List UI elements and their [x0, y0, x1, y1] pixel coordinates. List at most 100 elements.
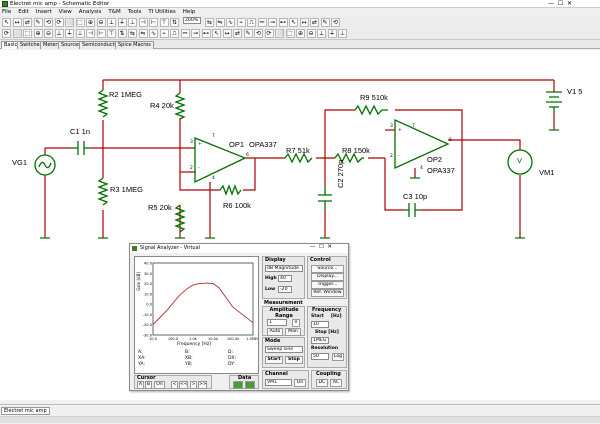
toolbar-tool-icon[interactable]: ⇄ — [233, 29, 242, 38]
toolbar-tool-icon[interactable]: ↖ — [212, 29, 221, 38]
toolbar-tool-icon[interactable]: ⊣ — [138, 18, 148, 27]
tab-spice-macros[interactable]: Spice Macros — [115, 41, 154, 49]
toolbar-tool-icon[interactable]: ↖ — [2, 18, 11, 27]
display-mode-select[interactable]: dB Magnitude — [265, 265, 303, 272]
toolbar-tool-icon[interactable]: ⊸ — [268, 18, 277, 27]
trigger-button[interactable]: Trigger... — [311, 281, 344, 289]
toolbar-tool-icon[interactable]: ⇋ — [215, 18, 225, 27]
toolbar-tool-icon[interactable]: ⌁ — [236, 18, 246, 27]
man-button[interactable]: Man — [285, 328, 301, 336]
ref-window-button[interactable]: Ref. Window — [311, 289, 344, 297]
log-button[interactable]: Log — [332, 353, 344, 361]
cursor-b-button[interactable]: B — [145, 381, 152, 389]
toolbar-tool-icon[interactable]: ⎓ — [180, 29, 190, 38]
cursor-fast-left-button[interactable]: << — [179, 381, 188, 389]
toolbar-tool-icon[interactable]: ✎ — [33, 18, 43, 27]
toolbar-tool-icon[interactable]: ⟂ — [54, 29, 64, 38]
toolbar-tool-icon[interactable]: ⎍ — [247, 18, 256, 27]
menu-insert[interactable]: Insert — [35, 9, 52, 15]
data-save-icon[interactable] — [245, 381, 255, 389]
toolbar-tool-icon[interactable]: ⟳ — [264, 29, 274, 38]
coupling-dc-button[interactable]: DC — [316, 379, 328, 387]
high-input[interactable]: 40 — [278, 275, 292, 282]
cursor-on-button[interactable]: On — [154, 381, 165, 389]
auto-button[interactable]: Auto — [267, 328, 283, 336]
toolbar-tool-icon[interactable]: ⊤ — [159, 18, 169, 27]
window-controls[interactable]: — ☐ ✕ — [548, 0, 573, 7]
toolbar-tool-icon[interactable]: ⊖ — [306, 29, 316, 38]
toolbar-tool-icon[interactable]: ⊖ — [44, 29, 53, 38]
amplitude-input[interactable]: 1 — [267, 319, 287, 326]
menu-ti-utilities[interactable]: TI Utilities — [148, 9, 176, 15]
toolbar-tool-icon[interactable]: ⟂ — [107, 18, 116, 27]
toolbar-tool-icon[interactable]: ⊕ — [33, 29, 43, 38]
toolbar-tool-icon[interactable]: ↖ — [289, 18, 298, 27]
toolbar-tool-icon[interactable]: ⬚ — [23, 29, 32, 38]
cursor-right-button[interactable]: > — [190, 381, 197, 389]
toolbar-tool-icon[interactable]: ⇄ — [23, 18, 32, 27]
toolbar-tool-icon[interactable]: ⊣ — [86, 29, 95, 38]
stop-button[interactable]: Stop — [285, 356, 303, 364]
toolbar-tool-icon[interactable]: ⏚ — [117, 18, 127, 27]
toolbar-tool-icon[interactable]: ⏚ — [65, 29, 74, 38]
cursor-a-button[interactable]: A — [137, 381, 144, 389]
toolbar-tool-icon[interactable]: ⇅ — [117, 29, 127, 38]
toolbar-tool-icon[interactable]: ⊕ — [86, 18, 95, 27]
toolbar-tool-icon[interactable]: ⇆ — [205, 18, 214, 27]
toolbar-tool-icon[interactable]: ⟂ — [317, 29, 326, 38]
toolbar-tool-icon[interactable]: ⊢ — [96, 29, 106, 38]
toolbar-tool-icon[interactable]: ↔ — [12, 18, 22, 27]
menu-help[interactable]: Help — [182, 9, 196, 15]
amplitude-unit[interactable]: V — [292, 319, 300, 327]
toolbar-tool-icon[interactable]: ⏚ — [327, 29, 337, 38]
toolbar-tool-icon[interactable]: ⇆ — [128, 29, 137, 38]
channel-select[interactable]: VM1 — [265, 379, 292, 386]
toolbar-tool-icon[interactable]: ⊢ — [149, 18, 158, 27]
toolbar-tool-icon[interactable]: ↔ — [222, 29, 232, 38]
resolution-input[interactable]: 50 — [311, 353, 329, 360]
toolbar-tool-icon[interactable]: ∿ — [149, 29, 158, 38]
toolbar-tool-icon[interactable]: ⊸ — [191, 29, 200, 38]
toolbar-tool-icon[interactable]: ⟲ — [254, 29, 263, 38]
toolbar-tool-icon[interactable]: ⇅ — [170, 18, 179, 27]
mode-select[interactable]: Sweep sine — [265, 346, 303, 353]
toolbar-tool-icon[interactable]: ∿ — [226, 18, 235, 27]
toolbar-tool-icon[interactable]: ⊷ — [278, 18, 288, 27]
toolbar-tool-icon[interactable]: ⬚ — [285, 29, 295, 38]
toolbar-tool-icon[interactable]: ⊥ — [338, 29, 347, 38]
toolbar-tool-icon[interactable]: ⟳ — [2, 29, 11, 38]
channel-on-button[interactable]: On — [294, 379, 306, 387]
zoom-select[interactable]: 200% — [183, 17, 201, 24]
toolbar-tool-icon[interactable]: ✎ — [320, 18, 330, 27]
document-tab[interactable]: Electret mic amp — [1, 407, 50, 415]
cursor-left-button[interactable]: < — [171, 381, 178, 389]
menu-tm[interactable]: T&M — [108, 9, 121, 15]
start-button[interactable]: Start — [265, 356, 283, 364]
low-input[interactable]: -20 — [278, 286, 292, 293]
menu-edit[interactable]: Edit — [18, 9, 29, 15]
cursor-fast-right-button[interactable]: >> — [198, 381, 207, 389]
data-load-icon[interactable] — [233, 381, 243, 389]
toolbar-tool-icon[interactable]: ⬜ — [65, 18, 74, 27]
toolbar-tool-icon[interactable]: ⟲ — [331, 18, 340, 27]
menu-tools[interactable]: Tools — [127, 9, 142, 15]
toolbar-tool-icon[interactable]: ⊥ — [128, 18, 137, 27]
display-button[interactable]: Display... — [311, 273, 344, 281]
toolbar-tool-icon[interactable]: ⊥ — [75, 29, 85, 38]
menu-file[interactable]: File — [2, 9, 12, 15]
coupling-ac-button[interactable]: AC — [330, 379, 342, 387]
toolbar-tool-icon[interactable]: ⟲ — [44, 18, 53, 27]
source-button[interactable]: Source... — [311, 265, 344, 273]
toolbar-tool-icon[interactable]: ⎍ — [170, 29, 179, 38]
analyzer-window-controls[interactable]: — ☐ ✕ — [310, 244, 333, 250]
toolbar-tool-icon[interactable]: ⇄ — [310, 18, 319, 27]
toolbar-tool-icon[interactable]: ⊷ — [201, 29, 211, 38]
toolbar-tool-icon[interactable]: ⊤ — [107, 29, 116, 38]
toolbar-tool-icon[interactable]: ⬚ — [75, 18, 85, 27]
toolbar-tool-icon[interactable]: ⌁ — [159, 29, 169, 38]
freq-stop-input[interactable]: 1MEG — [311, 337, 329, 344]
toolbar-tool-icon[interactable]: ⟳ — [54, 18, 64, 27]
toolbar-tool-icon[interactable]: ⬜ — [12, 29, 22, 38]
toolbar-tool-icon[interactable]: ⇋ — [138, 29, 148, 38]
toolbar-tool-icon[interactable]: ↔ — [299, 18, 309, 27]
